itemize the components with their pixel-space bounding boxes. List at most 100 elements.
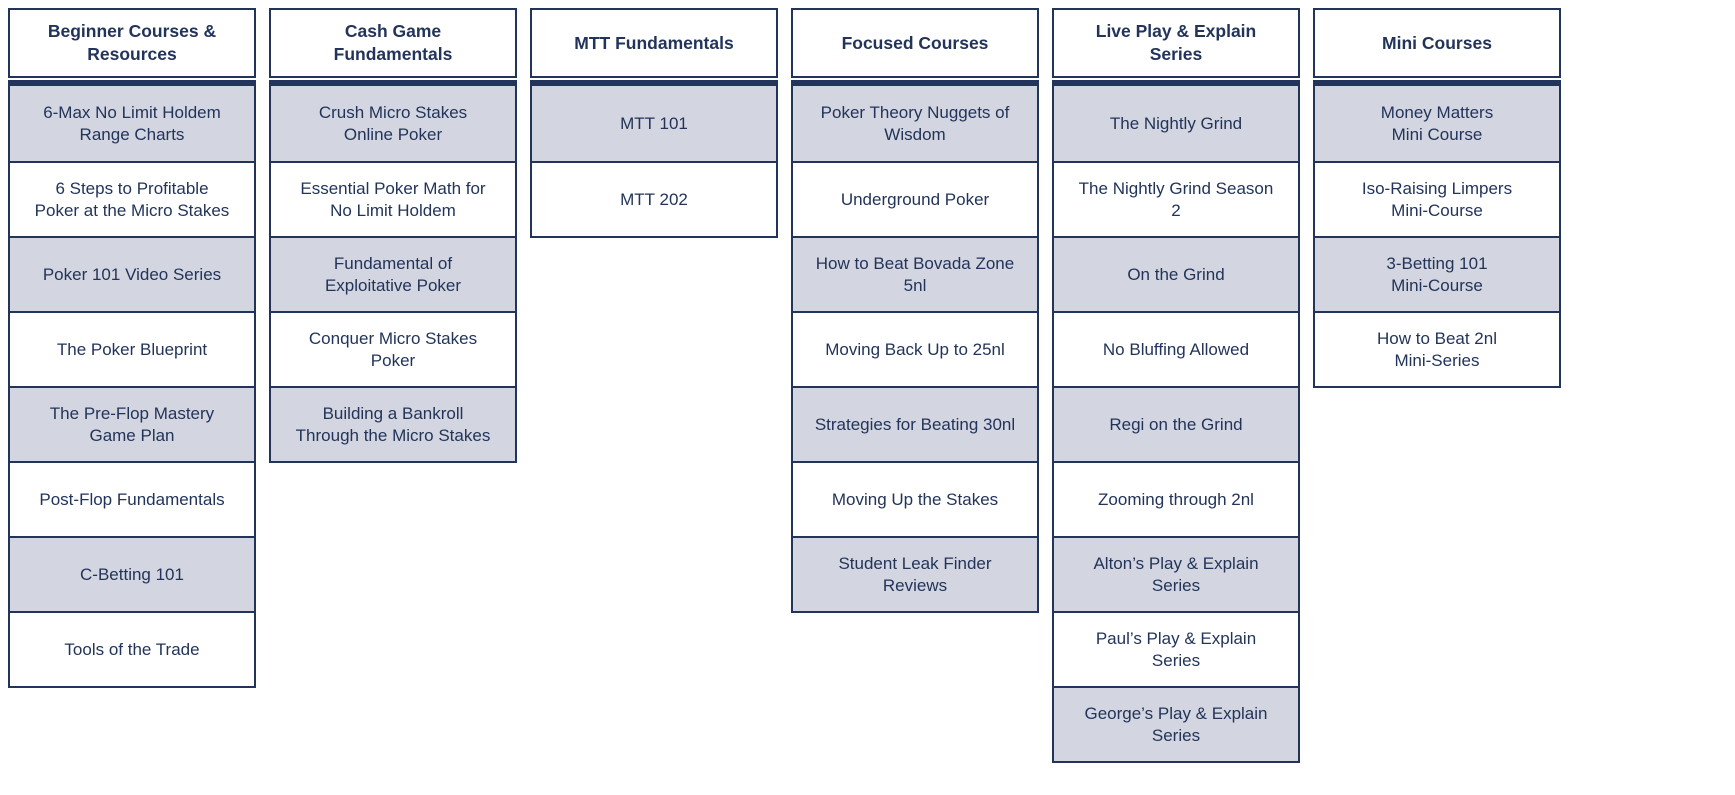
course-title: 6 Steps to Profitable Poker at the Micro… — [34, 178, 230, 220]
course-row: Fundamental of Exploitative Poker — [271, 236, 515, 311]
course-row: Essential Poker Math for No Limit Holdem — [271, 161, 515, 236]
course-rows: Crush Micro Stakes Online Poker Essentia… — [269, 86, 517, 463]
course-row: 6-Max No Limit Holdem Range Charts — [10, 86, 254, 161]
header-divider-bar — [1313, 80, 1561, 86]
course-title: George’s Play & Explain Series — [1084, 703, 1268, 745]
course-title: The Poker Blueprint — [56, 339, 208, 359]
course-title: Money Matters Mini Course — [1380, 102, 1494, 144]
category-title: Live Play & Explain Series — [1095, 21, 1257, 64]
course-title: The Nightly Grind Season 2 — [1078, 178, 1274, 220]
course-title: 6-Max No Limit Holdem Range Charts — [43, 102, 221, 144]
course-row: Zooming through 2nl — [1054, 461, 1298, 536]
category-header: Cash Game Fundamentals — [269, 8, 517, 78]
category-title: Cash Game Fundamentals — [333, 21, 453, 64]
category-header: Mini Courses — [1313, 8, 1561, 78]
course-rows: Money Matters Mini Course Iso-Raising Li… — [1313, 86, 1561, 388]
course-row: Paul’s Play & Explain Series — [1054, 611, 1298, 686]
course-row: The Poker Blueprint — [10, 311, 254, 386]
category-title: MTT Fundamentals — [574, 32, 734, 53]
course-title: MTT 202 — [620, 189, 688, 209]
course-title: Paul’s Play & Explain Series — [1095, 628, 1257, 670]
course-title: The Pre-Flop Mastery Game Plan — [49, 403, 215, 445]
course-title: Tools of the Trade — [64, 639, 200, 659]
header-divider-bar — [8, 80, 256, 86]
header-divider-bar — [791, 80, 1039, 86]
header-divider-bar — [1052, 80, 1300, 86]
course-title: Regi on the Grind — [1109, 414, 1243, 434]
course-row: Tools of the Trade — [10, 611, 254, 686]
course-row: Poker Theory Nuggets of Wisdom — [793, 86, 1037, 161]
course-title: Fundamental of Exploitative Poker — [324, 253, 462, 295]
course-title: Crush Micro Stakes Online Poker — [318, 102, 468, 144]
course-row: The Nightly Grind Season 2 — [1054, 161, 1298, 236]
course-row: The Pre-Flop Mastery Game Plan — [10, 386, 254, 461]
course-title: Iso-Raising Limpers Mini-Course — [1361, 178, 1513, 220]
course-category-table: Live Play & Explain Series The Nightly G… — [1052, 8, 1300, 763]
course-title: MTT 101 — [620, 113, 688, 133]
category-header: Focused Courses — [791, 8, 1039, 78]
course-title: How to Beat Bovada Zone 5nl — [815, 253, 1015, 295]
header-divider-bar — [269, 80, 517, 86]
course-row: On the Grind — [1054, 236, 1298, 311]
course-rows: MTT 101 MTT 202 — [530, 86, 778, 238]
course-rows: The Nightly Grind The Nightly Grind Seas… — [1052, 86, 1300, 763]
course-row: How to Beat Bovada Zone 5nl — [793, 236, 1037, 311]
course-row: Building a Bankroll Through the Micro St… — [271, 386, 515, 461]
course-title: C-Betting 101 — [80, 564, 184, 584]
course-row: Moving Back Up to 25nl — [793, 311, 1037, 386]
course-rows: Poker Theory Nuggets of Wisdom Undergrou… — [791, 86, 1039, 613]
course-category-table: MTT Fundamentals MTT 101 MTT 202 — [530, 8, 778, 238]
course-title: Essential Poker Math for No Limit Holdem — [300, 178, 486, 220]
course-row: Poker 101 Video Series — [10, 236, 254, 311]
course-title: The Nightly Grind — [1109, 113, 1243, 133]
course-catalog: Beginner Courses & Resources 6-Max No Li… — [8, 8, 1561, 763]
course-category-table: Focused Courses Poker Theory Nuggets of … — [791, 8, 1039, 613]
course-title: Strategies for Beating 30nl — [814, 414, 1016, 434]
course-row: Strategies for Beating 30nl — [793, 386, 1037, 461]
course-category-table: Beginner Courses & Resources 6-Max No Li… — [8, 8, 256, 688]
course-row: No Bluffing Allowed — [1054, 311, 1298, 386]
course-title: Post-Flop Fundamentals — [39, 489, 225, 509]
course-title: On the Grind — [1127, 264, 1225, 284]
category-title: Mini Courses — [1382, 32, 1492, 53]
course-row: 3-Betting 101 Mini-Course — [1315, 236, 1559, 311]
course-title: Poker Theory Nuggets of Wisdom — [820, 102, 1010, 144]
category-header: Live Play & Explain Series — [1052, 8, 1300, 78]
course-row: How to Beat 2nl Mini-Series — [1315, 311, 1559, 386]
course-row: Crush Micro Stakes Online Poker — [271, 86, 515, 161]
course-title: Student Leak Finder Reviews — [838, 553, 992, 595]
course-row: George’s Play & Explain Series — [1054, 686, 1298, 761]
course-row: 6 Steps to Profitable Poker at the Micro… — [10, 161, 254, 236]
course-title: Poker 101 Video Series — [42, 264, 222, 284]
course-title: Building a Bankroll Through the Micro St… — [295, 403, 491, 445]
course-title: 3-Betting 101 Mini-Course — [1386, 253, 1488, 295]
header-divider-bar — [530, 80, 778, 86]
course-row: Moving Up the Stakes — [793, 461, 1037, 536]
category-header: MTT Fundamentals — [530, 8, 778, 78]
course-title: Underground Poker — [840, 189, 990, 209]
course-row: MTT 101 — [532, 86, 776, 161]
course-rows: 6-Max No Limit Holdem Range Charts 6 Ste… — [8, 86, 256, 688]
course-row: C-Betting 101 — [10, 536, 254, 611]
course-category-table: Mini Courses Money Matters Mini Course I… — [1313, 8, 1561, 388]
category-title: Focused Courses — [841, 32, 989, 53]
course-title: How to Beat 2nl Mini-Series — [1376, 328, 1497, 370]
course-title: Moving Back Up to 25nl — [825, 339, 1005, 359]
course-row: MTT 202 — [532, 161, 776, 236]
course-row: Money Matters Mini Course — [1315, 86, 1559, 161]
category-title: Beginner Courses & Resources — [47, 21, 217, 64]
course-title: Conquer Micro Stakes Poker — [308, 328, 478, 370]
course-row: Iso-Raising Limpers Mini-Course — [1315, 161, 1559, 236]
course-row: The Nightly Grind — [1054, 86, 1298, 161]
course-category-table: Cash Game Fundamentals Crush Micro Stake… — [269, 8, 517, 463]
course-row: Underground Poker — [793, 161, 1037, 236]
course-title: Alton’s Play & Explain Series — [1093, 553, 1259, 595]
course-title: No Bluffing Allowed — [1102, 339, 1250, 359]
course-row: Alton’s Play & Explain Series — [1054, 536, 1298, 611]
course-title: Moving Up the Stakes — [831, 489, 999, 509]
course-row: Student Leak Finder Reviews — [793, 536, 1037, 611]
course-row: Post-Flop Fundamentals — [10, 461, 254, 536]
course-row: Conquer Micro Stakes Poker — [271, 311, 515, 386]
category-header: Beginner Courses & Resources — [8, 8, 256, 78]
course-title: Zooming through 2nl — [1098, 489, 1254, 509]
